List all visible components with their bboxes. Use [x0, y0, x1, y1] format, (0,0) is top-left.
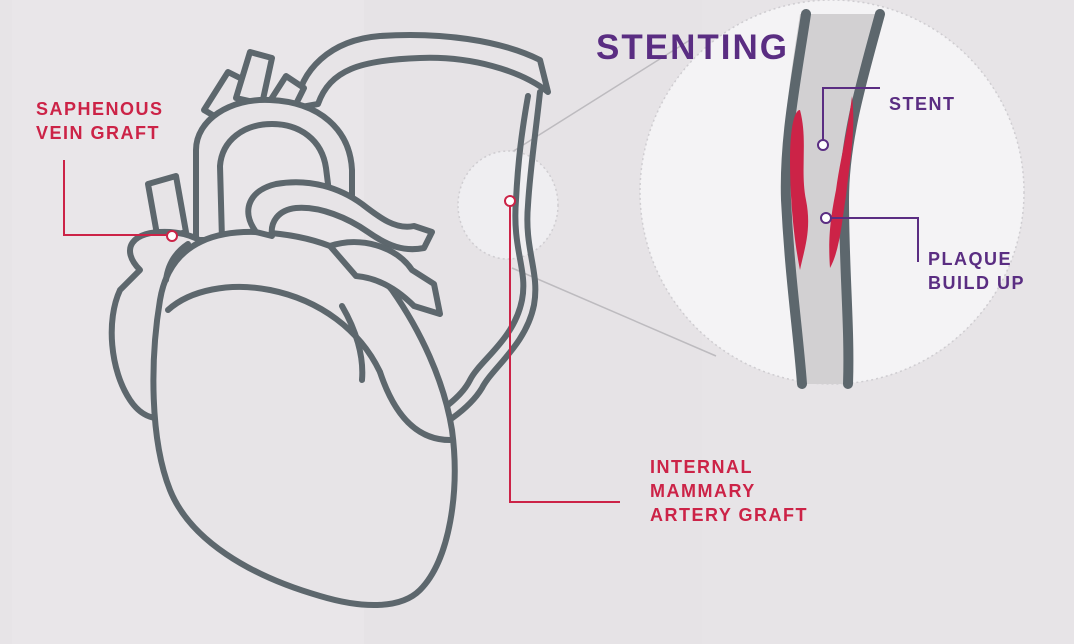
mammary-label-line-1: INTERNAL — [650, 455, 808, 479]
saphenous-label-line-1: SAPHENOUS — [36, 97, 164, 121]
plaque-build-up-label: PLAQUE BUILD UP — [928, 247, 1025, 295]
stent-label-text: STENT — [889, 92, 956, 116]
internal-mammary-artery-graft-label: INTERNAL MAMMARY ARTERY GRAFT — [650, 455, 808, 527]
plaque-label-line-1: PLAQUE — [928, 247, 1025, 271]
plaque-label-line-2: BUILD UP — [928, 271, 1025, 295]
saphenous-label-line-2: VEIN GRAFT — [36, 121, 164, 145]
mammary-label-line-2: MAMMARY — [650, 479, 808, 503]
stenting-title: STENTING — [596, 28, 789, 68]
saphenous-vein-graft-label: SAPHENOUS VEIN GRAFT — [36, 97, 164, 145]
mammary-label-line-3: ARTERY GRAFT — [650, 503, 808, 527]
stent-label: STENT — [889, 92, 956, 116]
